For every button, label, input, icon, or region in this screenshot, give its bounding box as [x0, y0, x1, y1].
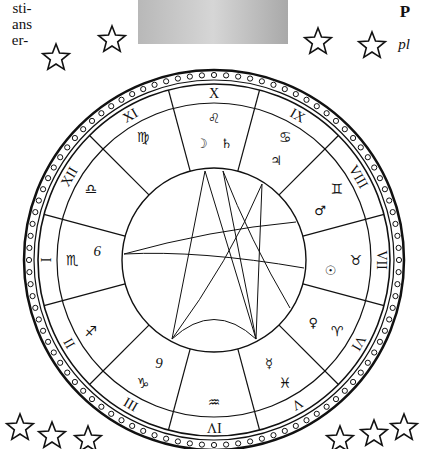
bead-border: [26, 72, 401, 447]
house-numeral: VII: [374, 250, 388, 269]
zodiac-sign: ♋: [279, 130, 292, 144]
tape: [138, 0, 288, 44]
degree-number: 6: [94, 244, 102, 259]
body-text: pl: [398, 37, 410, 52]
house-numeral: X: [209, 87, 219, 101]
rings: [24, 70, 404, 449]
zodiac-sign: ♍: [137, 130, 150, 144]
zodiac-sign: ♑: [137, 376, 150, 390]
zodiac-sign: ♐: [85, 324, 98, 338]
planet-symbol: ♃: [270, 154, 282, 167]
aspect-lines: [124, 171, 304, 339]
house-numeral: II: [61, 336, 78, 351]
zodiac-sign: ♓: [279, 376, 292, 390]
planet-symbol: ♀: [308, 316, 318, 329]
house-numeral: XII: [59, 165, 81, 189]
house-numeral: IV: [207, 420, 222, 434]
planet-symbol: ☽: [196, 137, 208, 150]
zodiac-sign: ♈: [331, 324, 344, 338]
house-numeral: VIII: [346, 163, 370, 191]
zodiac-sign: ♒: [208, 395, 221, 409]
house-numeral: I: [40, 258, 54, 263]
zodiac-sign: ♊: [331, 182, 344, 196]
zodiac-sign: ♏: [66, 253, 79, 267]
zodiac-sign: ♌: [208, 111, 221, 125]
planet-symbol: ♄: [220, 137, 232, 150]
body-text: P: [400, 3, 410, 20]
zodiac-sign: ♉: [350, 253, 363, 267]
house-numeral: V: [289, 396, 305, 413]
cusp-lines: [44, 90, 384, 430]
planet-symbol: ☉: [325, 264, 337, 277]
body-text: ans: [12, 17, 32, 32]
planet-symbol: ☿: [265, 357, 273, 370]
zodiac-sign: ♎: [85, 182, 98, 196]
degree-number: 9: [155, 356, 163, 371]
body-text: er-: [12, 33, 28, 48]
stars: [7, 26, 418, 449]
planet-symbol: ♂: [314, 204, 326, 217]
body-text: sti-: [12, 1, 31, 16]
